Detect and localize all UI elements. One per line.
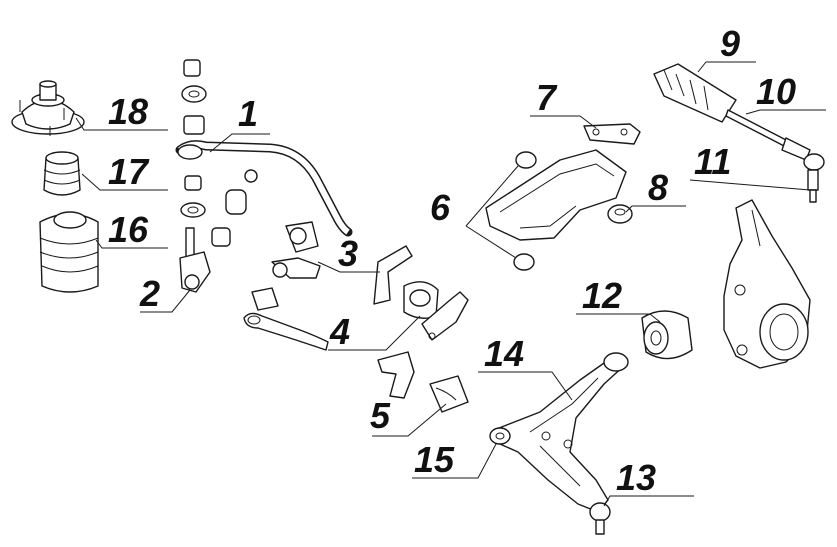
leader-lines — [75, 61, 826, 507]
callout-11: 11 — [694, 141, 731, 182]
part-14-lower-control-arm — [493, 352, 629, 513]
part-15-arm-front-bushing — [489, 427, 511, 445]
part-6-subframe-plate — [485, 149, 627, 271]
callout-14: 14 — [484, 333, 524, 374]
callout-8: 8 — [648, 167, 668, 208]
callout-6: 6 — [430, 187, 451, 228]
part-18-strut-top-mount — [11, 80, 85, 136]
callout-16: 16 — [108, 209, 149, 250]
steering-knuckle — [723, 199, 811, 369]
callout-12: 12 — [582, 275, 622, 316]
part-1-stabilizer-bar — [175, 140, 353, 237]
callout-13: 13 — [616, 457, 656, 498]
stabilizer-bushing-stack — [180, 59, 258, 247]
callout-4: 4 — [329, 311, 350, 352]
part-16-dust-boot — [39, 211, 99, 293]
stabilizer-end-link — [243, 312, 329, 351]
callout-1: 1 — [238, 93, 258, 134]
part-11-tie-rod-end — [803, 153, 825, 203]
part-10-tie-rod — [725, 109, 811, 161]
callout-2: 2 — [139, 273, 160, 314]
callout-9: 9 — [720, 23, 740, 64]
part-13-lower-ball-joint — [589, 502, 611, 535]
part-7-link-plate — [583, 123, 641, 145]
part-5-clamp-bushing — [377, 351, 469, 413]
callout-18: 18 — [108, 91, 148, 132]
callout-10: 10 — [756, 71, 796, 112]
part-8-bushing — [607, 204, 633, 224]
callout-15: 15 — [414, 439, 455, 480]
part-17-bump-stop — [43, 151, 81, 196]
callout-17: 17 — [108, 151, 150, 192]
part-4-stabilizer-bushing-bracket — [373, 245, 469, 341]
callout-3: 3 — [338, 233, 358, 274]
part-2-stabilizer-link — [179, 227, 211, 293]
part-9-steering-boot — [653, 63, 737, 123]
callout-labels: 1 2 3 4 5 6 7 8 9 10 11 12 13 14 15 16 1… — [108, 23, 796, 498]
part-12-control-arm-bushing — [641, 310, 693, 360]
callout-7: 7 — [536, 77, 558, 118]
part-3-ball-joints — [251, 221, 321, 311]
callout-5: 5 — [370, 395, 391, 436]
